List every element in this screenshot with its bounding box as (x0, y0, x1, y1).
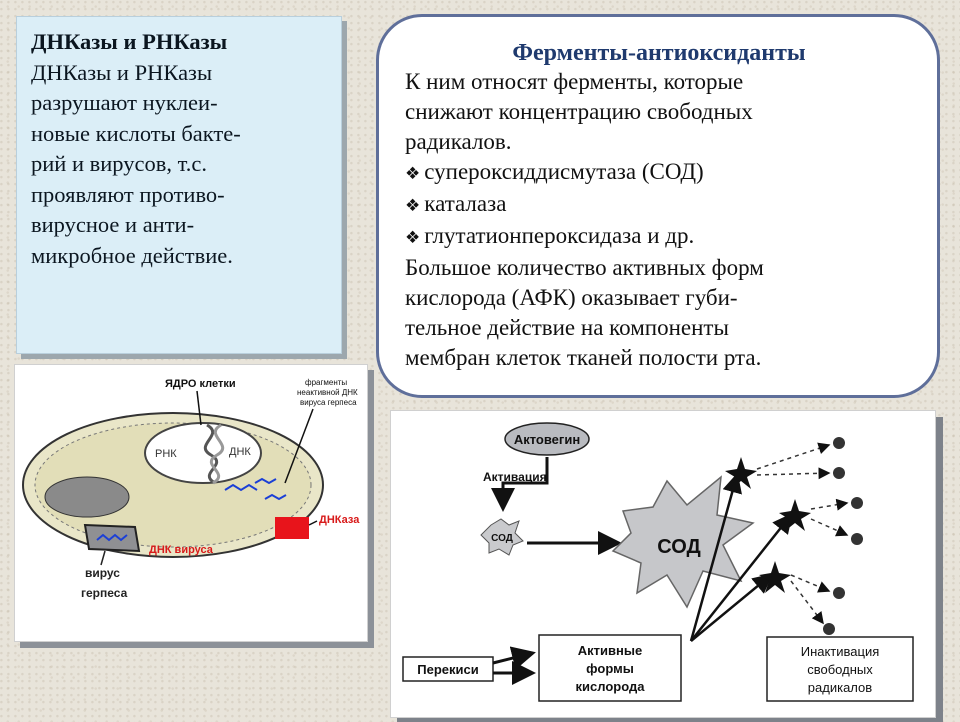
outro-line: Большое количество активных форм (405, 255, 764, 280)
ros-arrow (689, 472, 742, 642)
fragments-label: вируса герпеса (300, 398, 357, 407)
inactivated-radical (833, 587, 845, 599)
fragments-pointer (284, 408, 314, 484)
bullet-item: ❖глутатионпероксидаза и др. (405, 221, 913, 253)
dnase-block (275, 517, 309, 539)
dna-fragment (254, 477, 277, 485)
intro-line: радикалов. (405, 129, 512, 154)
inactivation-arrow (756, 467, 831, 480)
antioxidant-panel: Ферменты-антиоксиданты К ним относят фер… (376, 14, 940, 398)
ros-arrow (690, 573, 773, 642)
peroxides-label: Перекиси (417, 662, 478, 677)
bullet-text: супероксиддисмутаза (СОД) (424, 159, 704, 184)
nucleus-pointer (196, 390, 202, 426)
left-text-panel: ДНКазы и РНКазы ДНКазы и РНКазы разрушаю… (16, 16, 342, 354)
dnase-label: ДНКаза (319, 514, 360, 526)
inactivation-arrow (790, 574, 831, 593)
peroxides-arrow (492, 646, 536, 670)
cell-illustration: РНК ДНК ЯДРО клетки фрагменты неактивной… (22, 378, 360, 600)
inactivation-label: свободных (807, 662, 873, 677)
inactivated-radical (833, 437, 845, 449)
herpes-label: вирус (85, 566, 120, 580)
inactivated-radical (833, 467, 845, 479)
outro-line: тельное действие на компоненты (405, 315, 729, 340)
nucleus (144, 422, 262, 484)
left-panel-line: новые кислоты бакте- (31, 120, 241, 146)
inactivation-arrow (810, 498, 849, 511)
ros-label: кислорода (576, 679, 646, 694)
dna-helix-strand (209, 423, 225, 485)
ros-label: Активные (578, 643, 642, 658)
left-panel-line: проявляют противо- (31, 181, 225, 207)
ros-label: формы (586, 661, 634, 676)
actovegin-label: Актовегин (514, 432, 580, 447)
herpes-pointer (100, 550, 106, 566)
inactivation-label: радикалов (808, 680, 872, 695)
peroxides-box (402, 656, 494, 682)
fragments-label: фрагменты (305, 378, 347, 387)
big-sod-node (611, 475, 755, 609)
intro-line: снижают концентрацию свободных (405, 99, 753, 124)
inactivation-arrow (790, 580, 824, 625)
left-panel-line: вирусное и анти- (31, 212, 195, 237)
sod-illustration: Актовегин Активация СОД СОД П (402, 422, 914, 702)
outro-line: мембран клеток тканей полости рта. (405, 345, 762, 370)
nucleus-label: ЯДРО клетки (165, 378, 236, 390)
big-sod-label: СОД (657, 536, 701, 558)
organelle (44, 476, 130, 518)
herpes-label: герпеса (81, 586, 128, 600)
bullet-text: глутатионпероксидаза и др. (424, 223, 695, 248)
dnk-label: ДНК (229, 446, 251, 458)
left-panel-line: микробное действие. (31, 242, 233, 268)
bullet-text: каталаза (424, 191, 507, 216)
inactivation-box (766, 636, 914, 702)
dna-fragment (224, 483, 258, 492)
inactivated-radical (851, 497, 863, 509)
cell-dnase-figure: РНК ДНК ЯДРО клетки фрагменты неактивной… (14, 364, 368, 642)
ros-arrow (690, 513, 793, 642)
actovegin-node (504, 422, 590, 456)
rnk-label: РНК (155, 448, 177, 460)
left-panel-line: ДНКазы и РНКазы (31, 59, 213, 85)
inactivated-radical (851, 533, 863, 545)
activation-arrow (491, 457, 549, 512)
intro-line: К ним относят ферменты, которые (405, 69, 744, 94)
left-panel-title: ДНКазы и РНКазы (31, 29, 228, 54)
bullet-item: ❖супероксиддисмутаза (СОД) (405, 157, 913, 189)
dna-helix (203, 423, 219, 485)
radical-star (779, 499, 811, 531)
virus-dna-label: ДНК вируса (149, 544, 214, 556)
virus-dna (96, 533, 128, 542)
inactivation-arrow (756, 442, 831, 470)
dna-fragment (264, 493, 287, 501)
inactivation-label: Инактивация (801, 644, 880, 659)
inactivation-arrow (810, 518, 849, 537)
radical-star (759, 561, 791, 593)
antioxidant-heading: Ферменты-антиоксиданты (512, 40, 806, 66)
left-panel-line: разрушают нуклеи- (31, 90, 218, 115)
diamond-bullet-icon: ❖ (405, 164, 421, 184)
left-panel-line: рий и вирусов, т.с. (31, 151, 207, 176)
diamond-bullet-icon: ❖ (405, 196, 421, 216)
outro-line: кислорода (АФК) оказывает губи- (405, 285, 738, 310)
dnase-pointer (308, 520, 318, 526)
diamond-bullet-icon: ❖ (405, 228, 421, 248)
sod-figure: Актовегин Активация СОД СОД П (390, 410, 936, 718)
small-sod-label: СОД (491, 533, 513, 544)
inactivated-radical (823, 623, 835, 635)
fragments-label: неактивной ДНК (297, 388, 358, 397)
ros-box (538, 634, 682, 702)
small-sod-node (480, 518, 524, 556)
radical-star (725, 457, 757, 489)
activation-label: Активация (483, 470, 547, 484)
bullet-item: ❖каталаза (405, 189, 913, 221)
